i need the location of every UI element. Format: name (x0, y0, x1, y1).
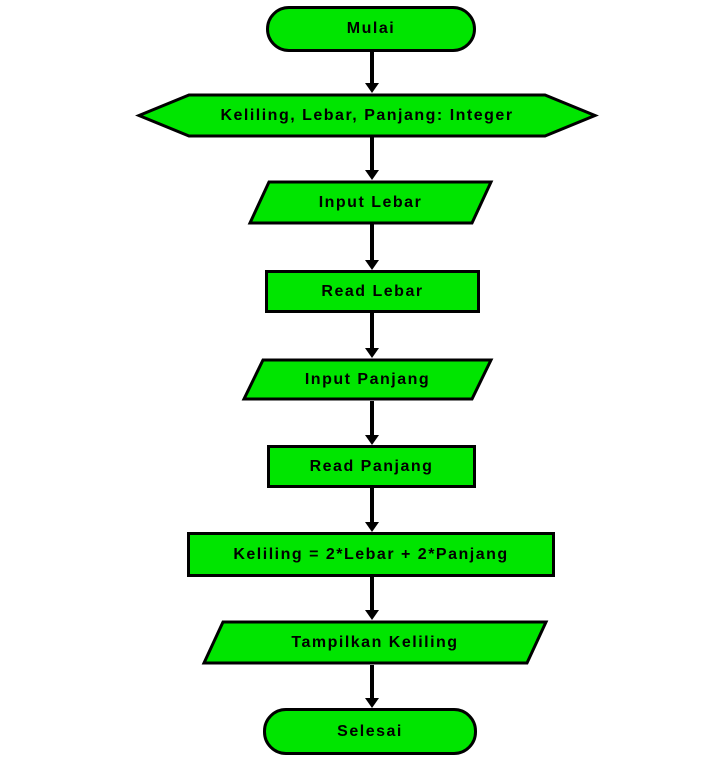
node-output-keliling-io: Tampilkan Keliling (201, 620, 549, 665)
flow-arrow-2 (365, 137, 379, 180)
arrow-stem (370, 224, 374, 262)
arrow-stem (370, 577, 374, 612)
node-compute-keliling-label: Keliling = 2*Lebar + 2*Panjang (233, 545, 509, 563)
io-parallelogram-shape (247, 180, 494, 225)
node-input-panjang-label: Input Panjang (304, 370, 431, 388)
node-read-panjang-process: Read Panjang (267, 445, 476, 488)
arrow-stem (370, 313, 374, 350)
node-read-lebar-label: Read Lebar (321, 282, 424, 300)
arrow-stem (370, 665, 374, 700)
flow-arrow-4 (365, 313, 379, 358)
arrow-stem (370, 488, 374, 524)
flow-arrow-1 (365, 52, 379, 93)
node-read-panjang-label: Read Panjang (309, 457, 434, 475)
preparation-hexagon-shape (135, 93, 599, 138)
node-end-label: Selesai (337, 722, 403, 740)
node-read-lebar-process: Read Lebar (265, 270, 480, 313)
io-parallelogram-shape (201, 620, 549, 665)
arrow-stem (370, 137, 374, 172)
node-start-label: Mulai (346, 20, 396, 37)
flow-arrow-3 (365, 224, 379, 270)
node-start-terminator: Mulai (266, 6, 476, 52)
arrow-head-icon (365, 260, 379, 270)
node-declaration-label: Keliling, Lebar, Panjang: Integer (220, 106, 514, 124)
arrow-stem (370, 52, 374, 85)
arrow-head-icon (365, 522, 379, 532)
arrow-head-icon (365, 348, 379, 358)
node-compute-keliling-process: Keliling = 2*Lebar + 2*Panjang (187, 532, 555, 577)
node-input-lebar-io: Input Lebar (247, 180, 494, 225)
flow-arrow-7 (365, 577, 379, 620)
arrow-head-icon (365, 610, 379, 620)
arrow-head-icon (365, 698, 379, 708)
node-end-terminator: Selesai (263, 708, 477, 755)
node-output-keliling-label: Tampilkan Keliling (291, 633, 459, 651)
arrow-head-icon (365, 435, 379, 445)
arrow-head-icon (365, 170, 379, 180)
flow-arrow-8 (365, 665, 379, 708)
io-parallelogram-shape (241, 358, 494, 401)
node-declaration-preparation: Keliling, Lebar, Panjang: Integer (135, 93, 599, 138)
flow-arrow-6 (365, 488, 379, 532)
arrow-stem (370, 401, 374, 437)
flow-arrow-5 (365, 401, 379, 445)
node-input-lebar-label: Input Lebar (318, 193, 423, 211)
node-input-panjang-io: Input Panjang (241, 358, 494, 401)
arrow-head-icon (365, 83, 379, 93)
